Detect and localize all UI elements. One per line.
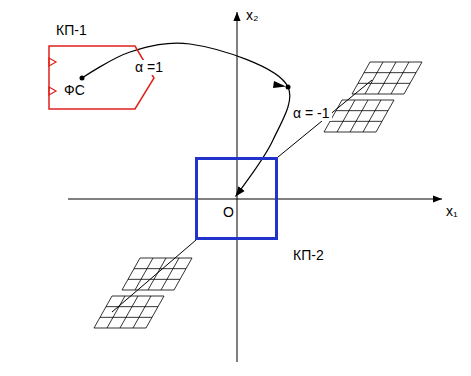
transition-arrow	[82, 43, 290, 196]
node-label: КП-2	[293, 248, 324, 263]
solar-panels	[94, 62, 422, 328]
panel-line	[404, 62, 422, 94]
panel-line	[174, 258, 192, 290]
transition-label: α =1	[133, 60, 165, 75]
transition-label: α = -1	[291, 106, 332, 121]
panel-line	[376, 100, 394, 132]
array-boom	[278, 80, 372, 157]
node-label: ФС	[64, 83, 85, 98]
x2-axis	[237, 12, 238, 362]
control-unit-block: КП-1ФС	[48, 45, 155, 110]
axis-label: x₁	[446, 204, 458, 219]
x1-axis	[68, 199, 442, 200]
node-label: O	[223, 205, 234, 220]
block-outline	[48, 45, 155, 110]
control-region-box: OКП-2	[195, 157, 278, 240]
axis-label: x₂	[246, 8, 258, 23]
array-boom	[112, 240, 196, 312]
block-title: КП-1	[56, 23, 87, 38]
panel-line	[146, 296, 164, 328]
